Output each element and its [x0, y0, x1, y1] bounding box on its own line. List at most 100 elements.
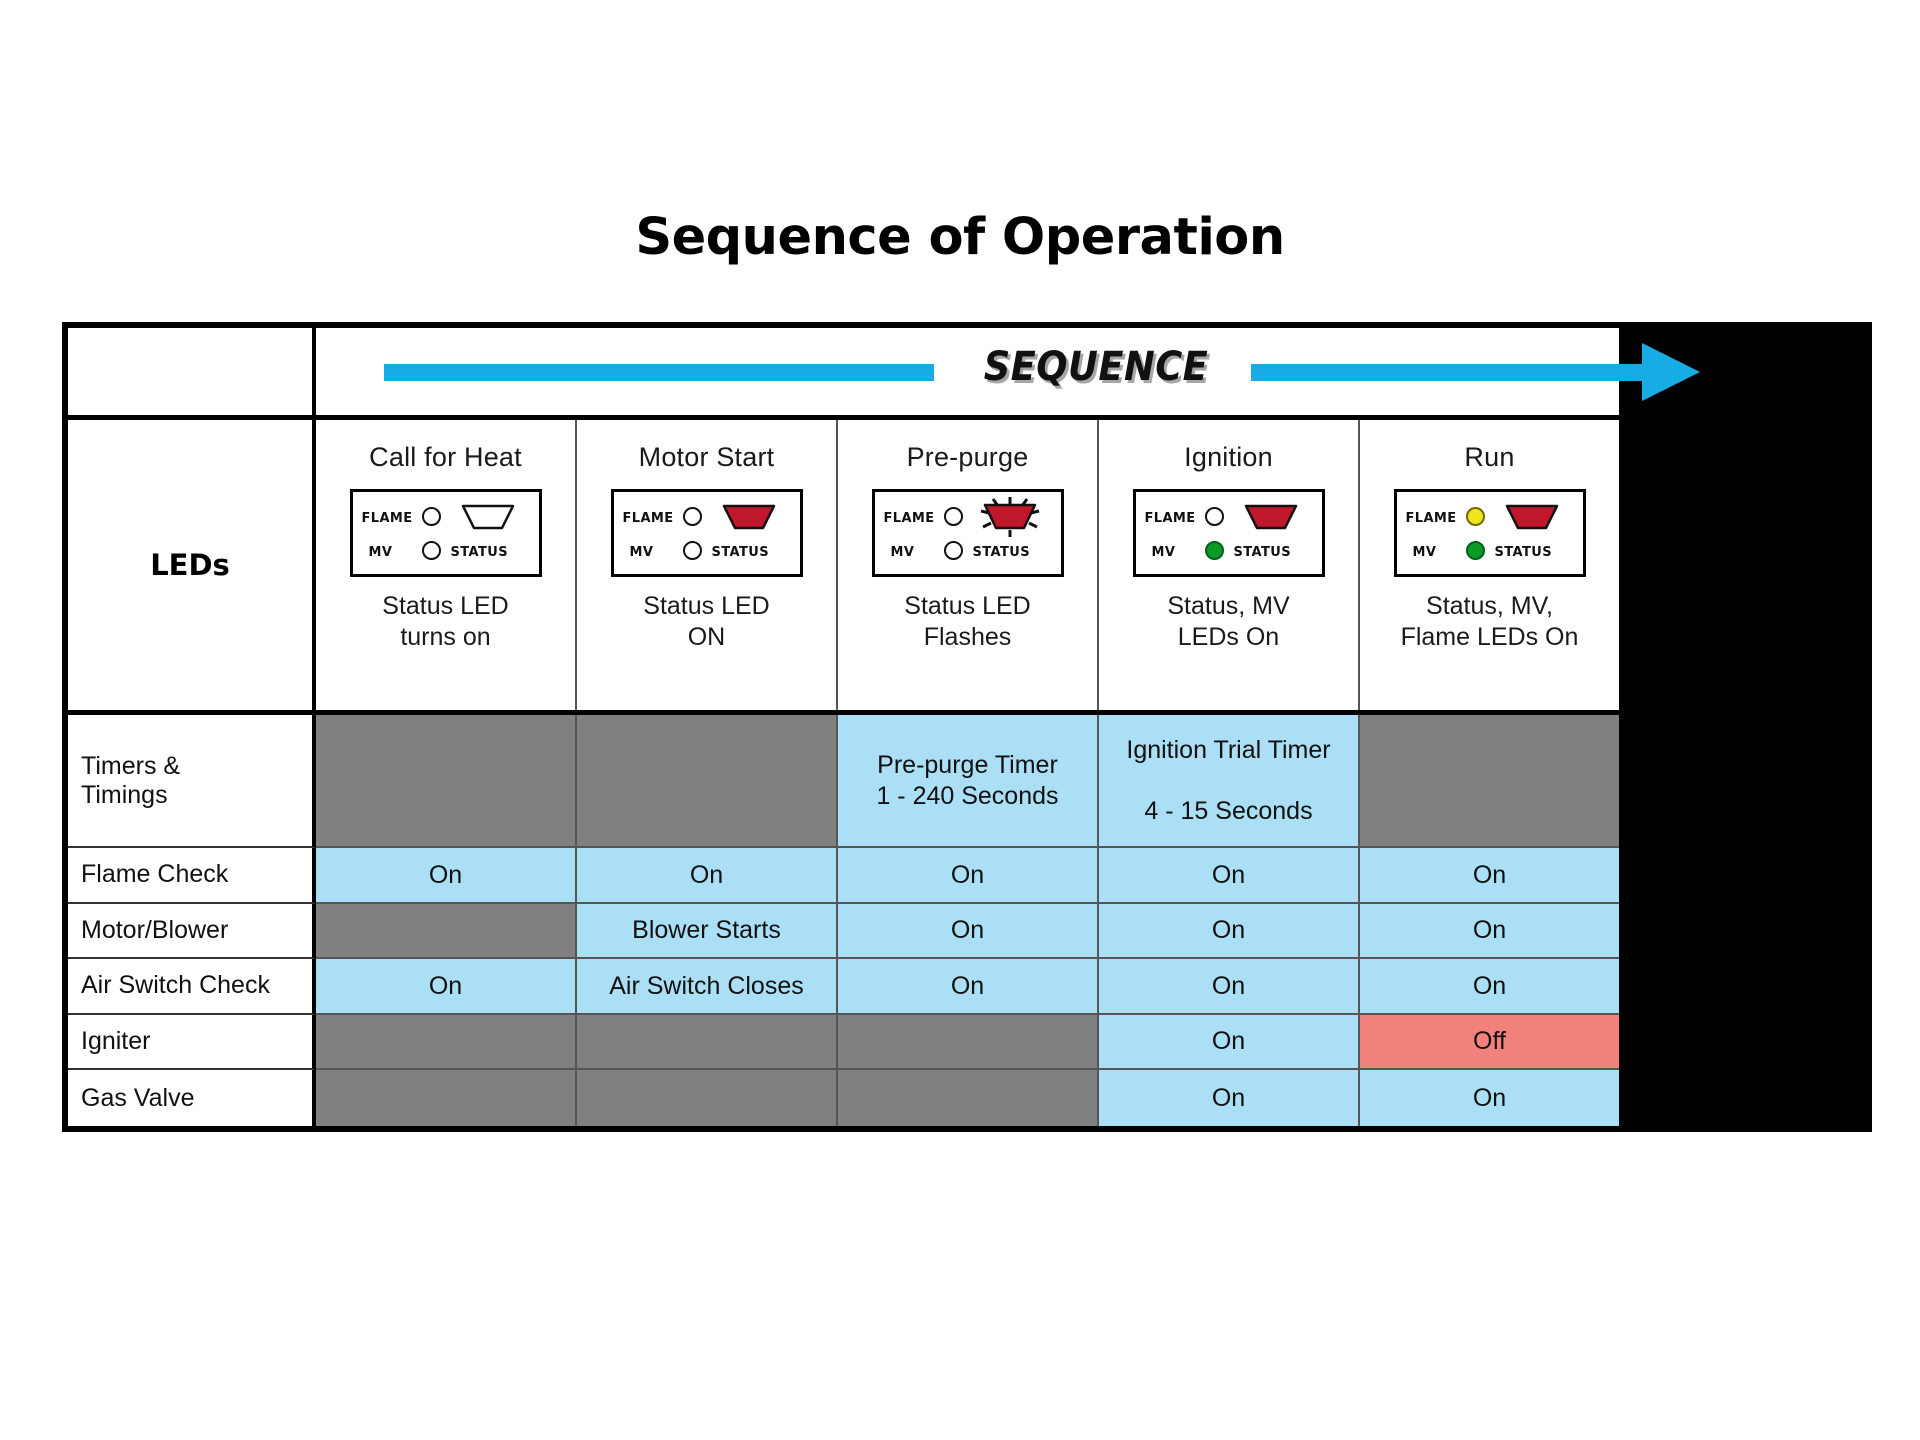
sequence-label: SEQUENCE: [983, 344, 1209, 390]
mv-label: MV: [1412, 545, 1437, 560]
led-column-title: Pre-purge: [906, 442, 1029, 472]
row-cells: On On On On On: [316, 848, 1619, 904]
flame-led-icon: [1465, 507, 1485, 526]
mv-led-icon: [682, 541, 702, 560]
led-column-title: Ignition: [1184, 442, 1273, 472]
status-led-icon: [722, 504, 776, 530]
cell-text: On: [1472, 971, 1507, 1000]
cell-text: On: [428, 860, 463, 889]
flame-led-icon: [1204, 507, 1224, 526]
table-row: Igniter On Off: [68, 1014, 1619, 1071]
table-cell: On: [1360, 1070, 1619, 1126]
table-cell: [838, 1014, 1099, 1071]
row-label: Air Switch Check: [68, 959, 316, 1015]
table-cell: [1360, 715, 1619, 848]
table-cell: [316, 715, 577, 848]
status-led-icon: [1244, 504, 1298, 530]
table-cell: On: [316, 959, 577, 1015]
table-cell: On: [1099, 1070, 1360, 1126]
row-label: Timers &Timings: [68, 715, 316, 848]
table-cell: On: [1099, 848, 1360, 904]
table-cell: On: [577, 848, 838, 904]
cell-text: On: [1472, 1083, 1507, 1112]
sequence-arrow-area: SEQUENCE: [316, 328, 1700, 415]
status-label: STATUS: [972, 545, 1030, 560]
flame-label: FLAME: [622, 511, 674, 526]
led-indicator-panel: FLAME MV STATUS: [871, 489, 1064, 577]
flame-led-icon: [682, 507, 702, 526]
status-label: STATUS: [450, 545, 508, 560]
mv-led-icon: [1465, 541, 1485, 560]
table-cell: Air Switch Closes: [577, 959, 838, 1015]
cell-text: Off: [1473, 1027, 1506, 1056]
leds-row-label: LEDs: [68, 420, 316, 710]
flame-label: FLAME: [1144, 511, 1196, 526]
led-indicator-panel: FLAME MV STATUS: [610, 489, 803, 577]
row-cells: On Off: [316, 1014, 1619, 1071]
table-cell: [577, 715, 838, 848]
black-filler-block: [1619, 328, 1866, 1126]
cell-text: On: [1211, 971, 1246, 1000]
table-cell: On: [838, 959, 1099, 1015]
table-row: Gas Valve On On: [68, 1070, 1619, 1126]
status-label: STATUS: [711, 545, 769, 560]
row-label: Gas Valve: [68, 1070, 316, 1126]
table-cell: [316, 1014, 577, 1071]
table-cell: Blower Starts: [577, 903, 838, 960]
led-indicator-panel: FLAME MV STATUS: [349, 489, 542, 577]
cell-text: On: [950, 860, 985, 889]
cell-text: On: [1211, 916, 1246, 945]
cell-text: On: [1211, 1083, 1246, 1112]
table-cell: On: [1360, 959, 1619, 1015]
flame-label: FLAME: [361, 511, 413, 526]
row-cells: On On: [316, 1070, 1619, 1126]
cell-text: Blower Starts: [632, 916, 781, 945]
cell-text: On: [950, 971, 985, 1000]
led-column-title: Run: [1464, 442, 1515, 472]
mv-label: MV: [890, 545, 915, 560]
table-cell: [838, 1070, 1099, 1126]
cell-text: On: [1211, 1027, 1246, 1056]
led-column-caption: Status, MV,Flame LEDs On: [1400, 592, 1579, 651]
status-led-icon: [980, 497, 1039, 537]
table-cell: On: [1099, 1014, 1360, 1071]
table-cell: On: [316, 848, 577, 904]
status-label: STATUS: [1233, 545, 1291, 560]
flame-label: FLAME: [1405, 511, 1457, 526]
table-cell: On: [1099, 959, 1360, 1015]
sequence-arrowhead-icon: [1642, 343, 1700, 401]
mv-label: MV: [629, 545, 654, 560]
table-cell: [577, 1014, 838, 1071]
flame-led-icon: [943, 507, 963, 526]
mv-label: MV: [368, 545, 393, 560]
mv-led-icon: [421, 541, 441, 560]
mv-label: MV: [1151, 545, 1176, 560]
table-cell: [577, 1070, 838, 1126]
table-cell: On: [1099, 903, 1360, 960]
cell-text: On: [1211, 860, 1246, 889]
sequence-arrow-bar-left: [384, 364, 934, 381]
row-label: Igniter: [68, 1014, 316, 1071]
flame-label: FLAME: [883, 511, 935, 526]
cell-text: On: [1472, 860, 1507, 889]
table-cell: On: [838, 848, 1099, 904]
cell-text: On: [689, 860, 724, 889]
